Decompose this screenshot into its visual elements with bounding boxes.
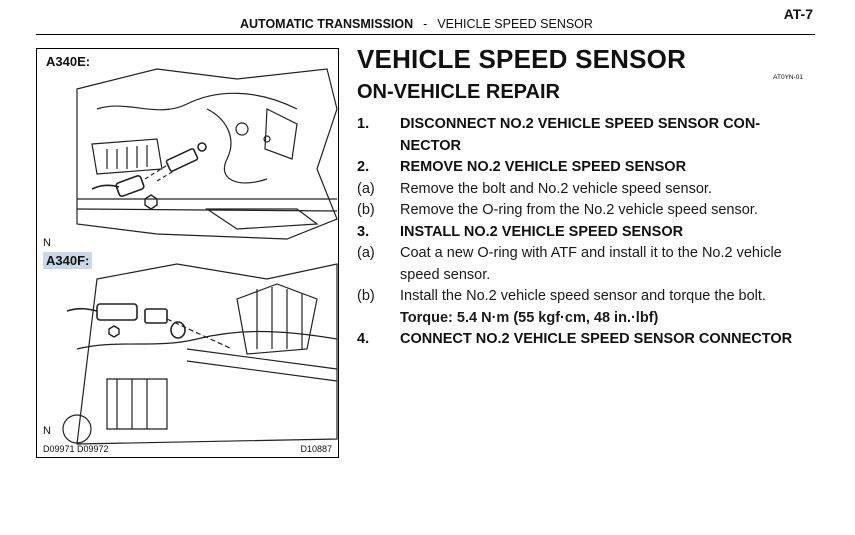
step-number: 4.	[357, 331, 370, 347]
header-separator: -	[423, 17, 428, 31]
figure-label-a340f: A340F:	[43, 252, 93, 269]
step-2: 2. REMOVE NO.2 VEHICLE SPEED SENSOR	[357, 157, 817, 179]
step-3b: (b) Install the No.2 vehicle speed senso…	[357, 286, 817, 308]
step-2a: (a) Remove the bolt and No.2 vehicle spe…	[357, 179, 817, 201]
substep-text: Remove the bolt and No.2 vehicle speed s…	[400, 180, 712, 197]
figure-label-a340e: A340E:	[46, 54, 91, 69]
substep-letter: (b)	[357, 202, 375, 218]
step-number: 1.	[357, 116, 370, 132]
step-2b: (b) Remove the O-ring from the No.2 vehi…	[357, 200, 817, 222]
figure-ref-left: D09971 D09972	[43, 444, 109, 454]
step-3a: (a) Coat a new O-ring with ATF and insta…	[357, 243, 817, 286]
running-header: AUTOMATIC TRANSMISSION-VEHICLE SPEED SEN…	[240, 17, 593, 31]
substep-letter: (a)	[357, 180, 375, 197]
torque-indent	[357, 308, 400, 330]
page-title: VEHICLE SPEED SENSOR	[357, 44, 687, 74]
north-marker-bottom: N	[43, 425, 51, 437]
substep-text: Coat a new O-ring with ATF and install i…	[400, 245, 782, 283]
transmission-illustration	[62, 68, 338, 445]
substep-text: Remove the O-ring from the No.2 vehicle …	[400, 202, 758, 218]
north-marker-top: N	[43, 237, 51, 249]
step-4: 4. CONNECT NO.2 VEHICLE SPEED SENSOR CON…	[357, 329, 817, 351]
page-number: AT-7	[783, 6, 813, 22]
header-rule	[36, 34, 815, 35]
header-topic: VEHICLE SPEED SENSOR	[437, 17, 593, 31]
document-code: AT0YN-01	[773, 74, 803, 81]
step-text: INSTALL NO.2 VEHICLE SPEED SENSOR	[400, 223, 684, 240]
substep-letter: (a)	[357, 245, 375, 261]
step-3: 3. INSTALL NO.2 VEHICLE SPEED SENSOR	[357, 222, 817, 244]
step-text: CONNECT NO.2 VEHICLE SPEED SENSOR CONNEC…	[400, 331, 793, 347]
procedure-content: VEHICLE SPEED SENSOR AT0YN-01 ON-VEHICLE…	[357, 44, 817, 351]
figure-ref-right: D10887	[300, 444, 332, 454]
illustration-figure: A340E: A340F: N N D09971 D09972 D10887	[36, 48, 339, 458]
header-section: AUTOMATIC TRANSMISSION	[240, 17, 414, 31]
substep-letter: (b)	[357, 288, 375, 304]
torque-spec: Torque: 5.4 N·m (55 kgf·cm, 48 in.·lbf)	[357, 308, 817, 330]
substep-text: Install the No.2 vehicle speed sensor an…	[400, 288, 766, 304]
torque-text: Torque: 5.4 N·m (55 kgf·cm, 48 in.·lbf)	[400, 309, 659, 326]
step-text: REMOVE NO.2 VEHICLE SPEED SENSOR	[400, 159, 687, 175]
step-1: 1. DISCONNECT NO.2 VEHICLE SPEED SENSOR …	[357, 114, 817, 157]
step-text: DISCONNECT NO.2 VEHICLE SPEED SENSOR CON…	[400, 116, 761, 154]
step-number: 3.	[357, 223, 370, 240]
step-number: 2.	[357, 159, 370, 175]
section-subtitle: ON-VEHICLE REPAIR	[357, 81, 560, 103]
